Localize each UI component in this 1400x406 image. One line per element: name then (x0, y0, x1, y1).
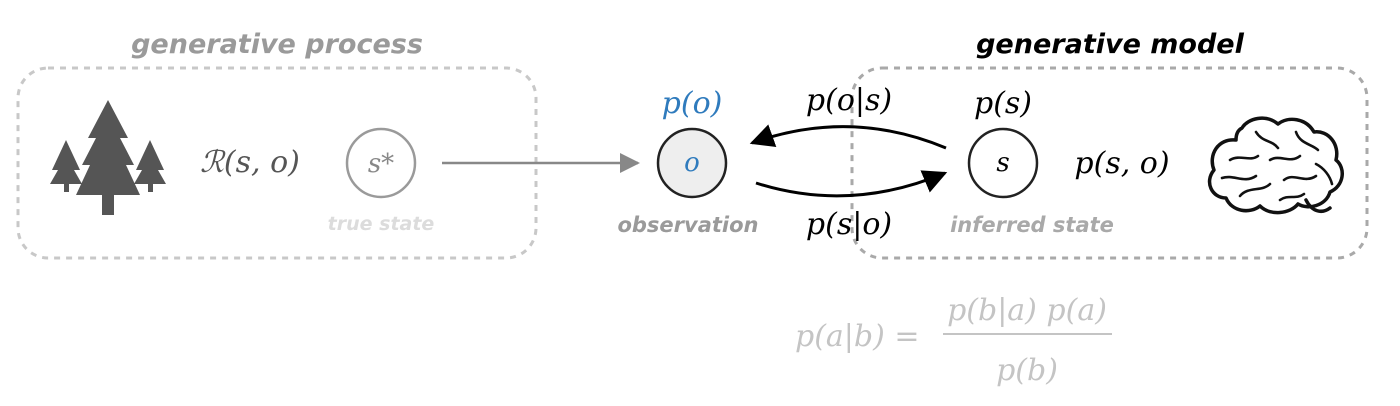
generative-model-box (850, 66, 1369, 260)
posterior-arrow (755, 170, 948, 198)
observation-prior: p(o) (662, 86, 723, 121)
generative-model-title: generative model (976, 29, 1245, 60)
bayes-numerator: p(b|a) p(a) (947, 293, 1107, 328)
joint-distribution: p(s, o) (1074, 146, 1169, 181)
inferred-state-symbol: s (996, 148, 1009, 178)
pine-trees-icon (50, 100, 166, 215)
likelihood-label: p(o|s) (806, 83, 892, 118)
generative-process-title: generative process (131, 29, 423, 60)
observation-label: observation (617, 213, 758, 237)
brain-icon (1207, 116, 1344, 215)
observation-node (656, 127, 728, 199)
inferred-state-node (967, 127, 1039, 199)
reward-function: ℛ(s, o) (200, 145, 300, 180)
likelihood-arrow (749, 124, 947, 150)
generative-process-box (16, 66, 538, 260)
inferred-prior: p(s) (974, 86, 1032, 121)
observation-symbol: o (684, 148, 700, 178)
inferred-state-label: inferred state (950, 213, 1114, 237)
bayes-rule: p(a|b) = p(b|a) p(a) p(b) (795, 293, 1112, 388)
posterior-label: p(s|o) (806, 207, 892, 242)
bayes-lhs: p(a|b) = (795, 319, 919, 354)
bayes-denominator: p(b) (996, 353, 1058, 388)
true-state-symbol: s* (368, 149, 394, 179)
true-state-node (345, 127, 417, 199)
true-state-label: true state (328, 213, 435, 235)
